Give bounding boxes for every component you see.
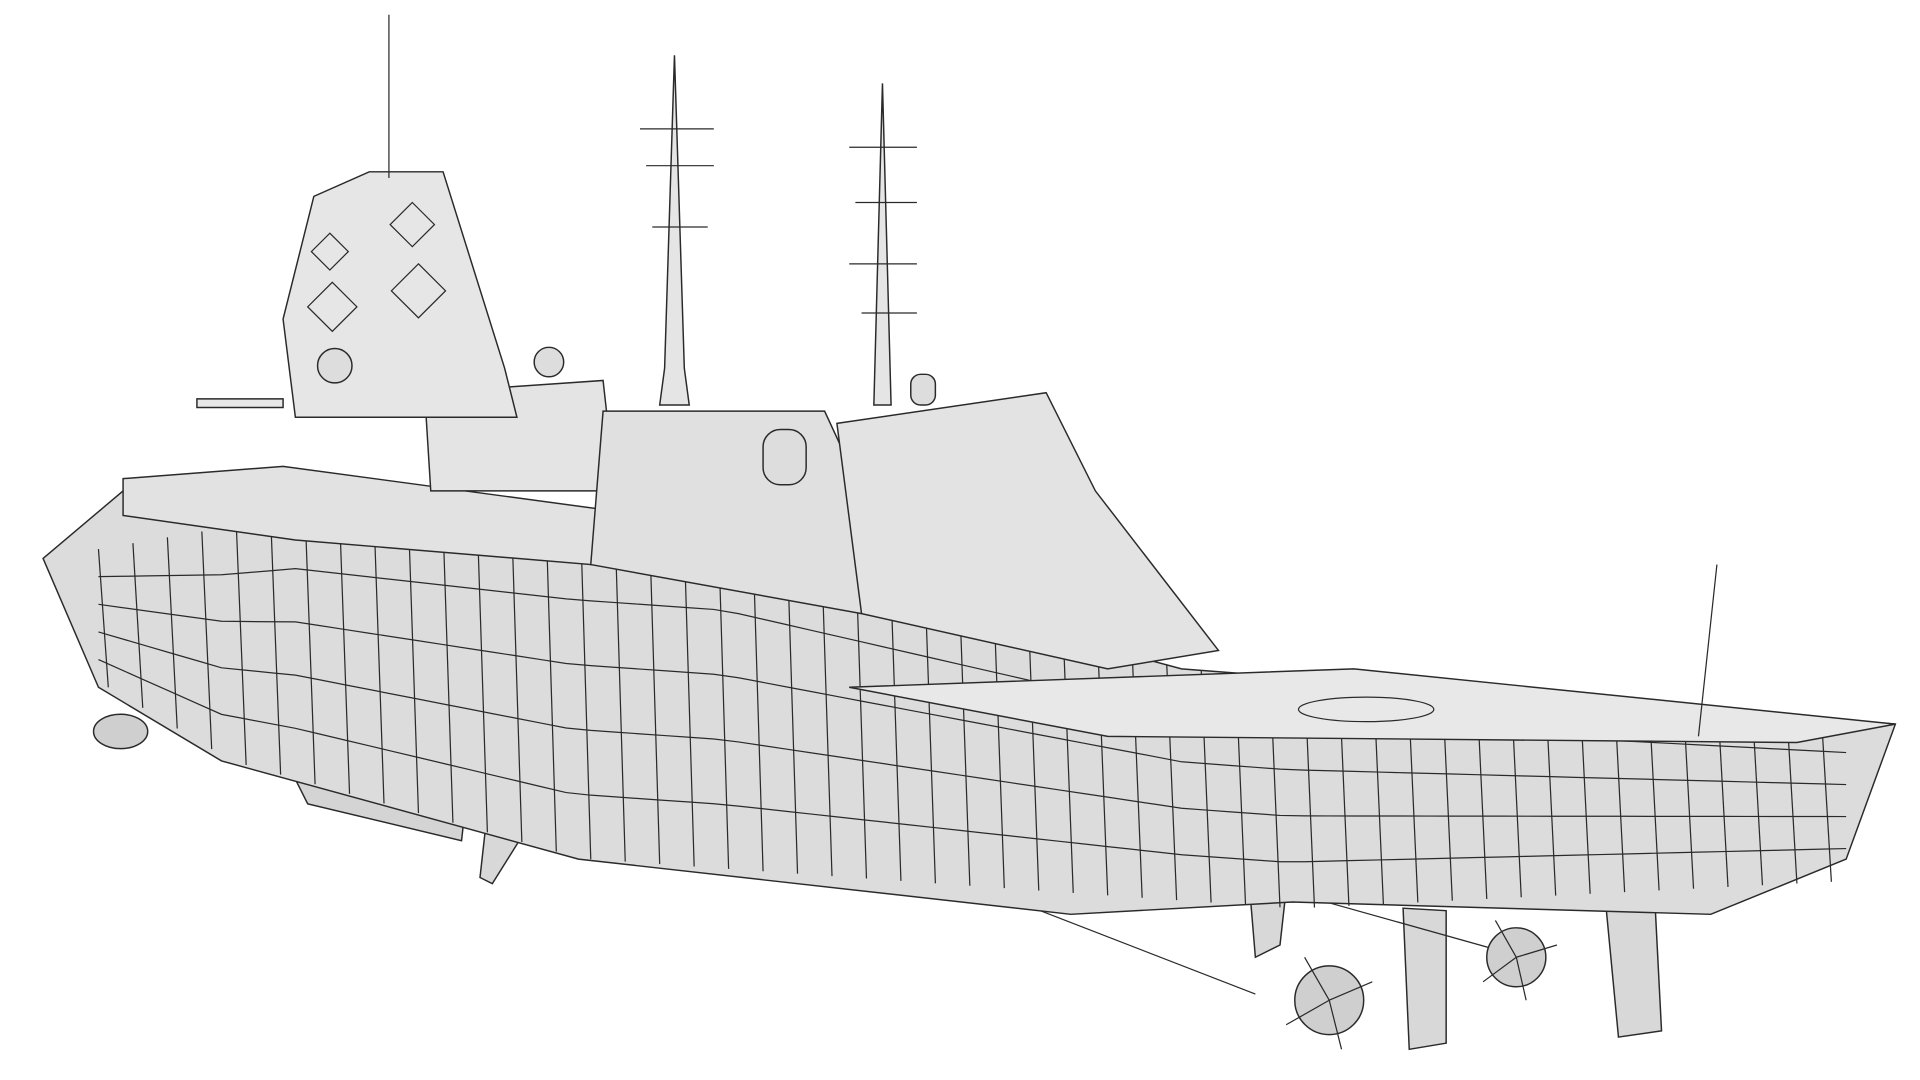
wire-line bbox=[959, 609, 971, 886]
wire-line bbox=[614, 537, 626, 862]
wire-line bbox=[1820, 718, 1832, 882]
wire-line bbox=[649, 540, 661, 865]
wire-line bbox=[856, 581, 868, 879]
wire-line bbox=[97, 548, 109, 688]
masts bbox=[388, 14, 917, 406]
wire-line bbox=[166, 537, 178, 729]
wire-line bbox=[683, 542, 695, 867]
wire-line bbox=[924, 599, 936, 884]
wire-line bbox=[787, 562, 799, 874]
wire-line bbox=[1028, 627, 1040, 891]
wire-line bbox=[718, 544, 730, 869]
wire-line bbox=[98, 603, 1847, 786]
wire-line bbox=[890, 590, 902, 881]
wire-line bbox=[580, 535, 592, 860]
wire-line bbox=[476, 528, 488, 833]
propeller-starboard bbox=[1482, 920, 1558, 1001]
wire-line bbox=[373, 520, 385, 804]
wire-line bbox=[408, 523, 420, 814]
wire-line bbox=[270, 519, 282, 775]
wire-line bbox=[132, 543, 144, 708]
wire-line bbox=[235, 525, 247, 766]
wire-line bbox=[821, 571, 833, 877]
wire-line bbox=[98, 631, 1847, 818]
wire-line bbox=[304, 516, 316, 785]
wire-line bbox=[98, 659, 1847, 863]
wire-line bbox=[993, 618, 1005, 889]
wire-line bbox=[752, 553, 764, 872]
wire-line bbox=[442, 525, 454, 823]
superstructure bbox=[122, 171, 1220, 670]
wire-line bbox=[511, 530, 523, 843]
wire-line bbox=[339, 518, 351, 794]
wire-line bbox=[1786, 715, 1798, 884]
wire-line bbox=[201, 531, 213, 750]
propeller-port bbox=[1285, 956, 1373, 1050]
wire-line bbox=[545, 532, 557, 852]
helicopter-deck bbox=[849, 564, 1896, 744]
